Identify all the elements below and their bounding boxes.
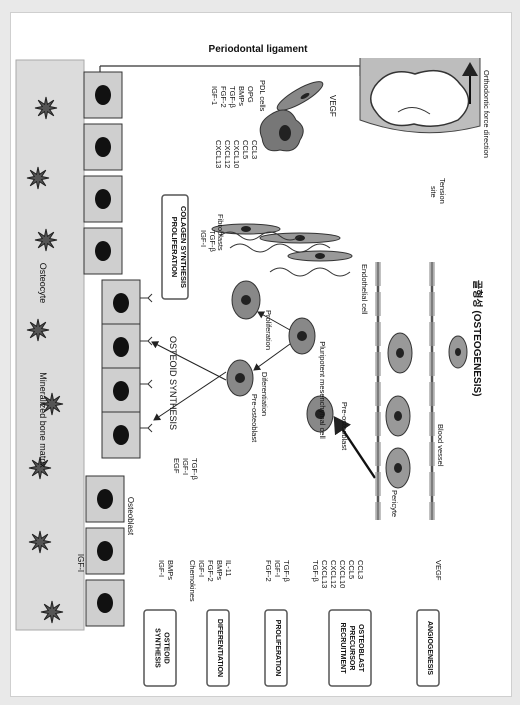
legend-factor: CCL5 [347,560,356,579]
bone-cell-nucleus [113,425,129,445]
proliferation-collagen-line1: PROLIFERATION [170,217,179,278]
proliferation-label: Proliferation [264,310,273,350]
pdl-factor: TGF-β [228,86,237,108]
legend-factor: CXCL13 [320,560,329,588]
proliferation-collagen-line2: COLAGEN SYNTHESIS [179,206,188,288]
legend-box-text: RECRUITMENT [339,623,346,675]
legend-factor: CXCL10 [338,560,347,588]
differentiation-label: Diferentiation [260,372,269,416]
bone-cell-nucleus [97,489,113,509]
osteoblast-factor: IGF-I [181,458,190,475]
legend-row: VEGF ANGIOGENESIS [417,560,443,686]
fibroblast-factor: TGF-β [208,230,217,252]
legend-factor: CCL3 [356,560,365,579]
legend-factor: VEGF [434,560,443,581]
bone-cell-nucleus [95,85,111,105]
blood-vessel-label: Blood vessel [436,424,445,467]
legend-box-text: ANGIOGENESIS [426,621,433,675]
legend-row: IL-11BMPsFGF-2IGF-IChemokinesDIFERENTIAT… [188,560,233,686]
legend-factor: BMPs [166,560,175,580]
osteocyte [41,601,63,623]
force-direction-label: Orthodontic force direction [482,70,491,158]
bone-cell-nucleus [95,137,111,157]
tooth-illustration [360,58,480,133]
pdl-cells-label: PDL cells [258,80,267,112]
bone-cell-nucleus [97,541,113,561]
legend-box-text: OSTEOBLAST [357,624,364,673]
fibroblast-group [212,224,352,276]
pdl-factor: CCL3 [250,140,259,159]
bone-cell-nucleus [113,381,129,401]
legend-factor: Chemokines [188,560,197,602]
legend-box-text: SYNTHESIS [154,628,161,668]
osteocyte [29,531,51,553]
legend-factor: FGF-2 [264,560,273,582]
bone-cell-nucleus [95,241,111,261]
vegf-label: VEGF [328,95,337,117]
legend-factor: FGF-2 [206,560,215,582]
tension-word: Tension [438,178,447,204]
receptors [140,294,152,432]
msc-cells [227,281,333,432]
pdl-factor: IGF-1 [210,86,219,105]
osteoblast-factor: TGF-β [190,458,199,480]
legend-factor: CXCL12 [329,560,338,588]
osteoid-synthesis-label: OSTEOID SYNTHESIS [168,336,178,430]
pdl-factor: CXCL12 [223,140,232,168]
osteoblast-label: Osteoblast [126,497,135,536]
osteocyte [27,167,49,189]
legend-factor: IL-11 [224,560,233,577]
osteocyte [35,229,57,251]
pdl-factor: BMPs [237,86,246,106]
osteoblast-factor: EGF [172,458,181,474]
legend-factor: BMPs [215,560,224,580]
pdl-factor: OPG [246,86,255,103]
figure-title: 골형성 (OSTEOGENESIS) [471,280,484,397]
bone-igf-label: IGF-I [76,554,85,572]
legend-factor: IGF-I [273,560,282,577]
osteocyte [35,97,57,119]
legend-factor: TGF-β [282,560,291,582]
legend-factor: IGF-I [157,560,166,577]
fibroblast-factor: IGF-I [199,230,208,247]
pdl-factor: FGF-2 [219,86,228,108]
pdl-cell-elongated [274,77,326,115]
bone-lining-cells [84,72,140,626]
msc-label: Pluripotent mesenchymal cell [318,341,327,439]
pdl-factor: CCL5 [241,140,250,159]
site-word: site [429,186,438,198]
pre-osteoblast-label-1: Pre-osteoblast [250,394,259,443]
legend-row: CCL3CCL5CXCL10CXCL12CXCL13TGF-βOSTEOBLAS… [311,560,371,686]
pdl-factor: CXCL10 [232,140,241,168]
pdl-factor: CXCL13 [214,140,223,168]
bone-cell-nucleus [97,593,113,613]
periodontal-ligament-label: Periodontal ligament [209,44,309,55]
pre-osteoblast-label-2: Pre-osteoblast [340,402,349,451]
legend-factor: IGF-I [197,560,206,577]
legend-box-text: PROLIFERATION [274,620,281,677]
osteocyte-label: Osteocyte [38,263,48,304]
pericyte-label: Pericyte [390,490,399,517]
mineralized-matrix-label: Mineralized bone matrix [38,372,48,468]
legend-box-text: DIFERENTIATION [216,619,223,677]
legend-box-text: OSTEOID [163,632,170,664]
osteocyte [27,319,49,341]
legend: VEGF ANGIOGENESIS CCL3CCL5CXCL10CXCL12CXCL… [144,560,443,686]
endothelial-label: Endothelial cell [360,264,369,315]
bone-cell-nucleus [113,337,129,357]
legend-box-text: PRECURSOR [348,626,355,671]
bone-cell-nucleus [95,189,111,209]
bone-cell-nucleus [113,293,129,313]
legend-factor: TGF-β [311,560,320,582]
blood-vessel [378,262,467,520]
mineralized-bone-matrix [16,60,84,630]
